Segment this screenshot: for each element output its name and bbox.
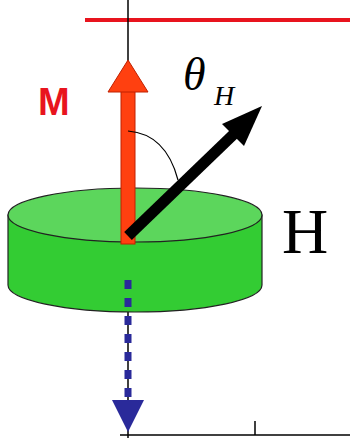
field-arrow xyxy=(128,106,262,236)
angle-symbol: θ xyxy=(183,52,206,98)
tick-mark xyxy=(254,421,256,435)
vector-label: M xyxy=(38,83,70,121)
angle-arc xyxy=(128,131,178,180)
top-line xyxy=(85,18,350,22)
field-label: H xyxy=(282,200,328,264)
angle-subscript: H xyxy=(214,82,234,110)
dashed-arrow xyxy=(112,280,144,432)
bottom-line xyxy=(120,434,350,436)
